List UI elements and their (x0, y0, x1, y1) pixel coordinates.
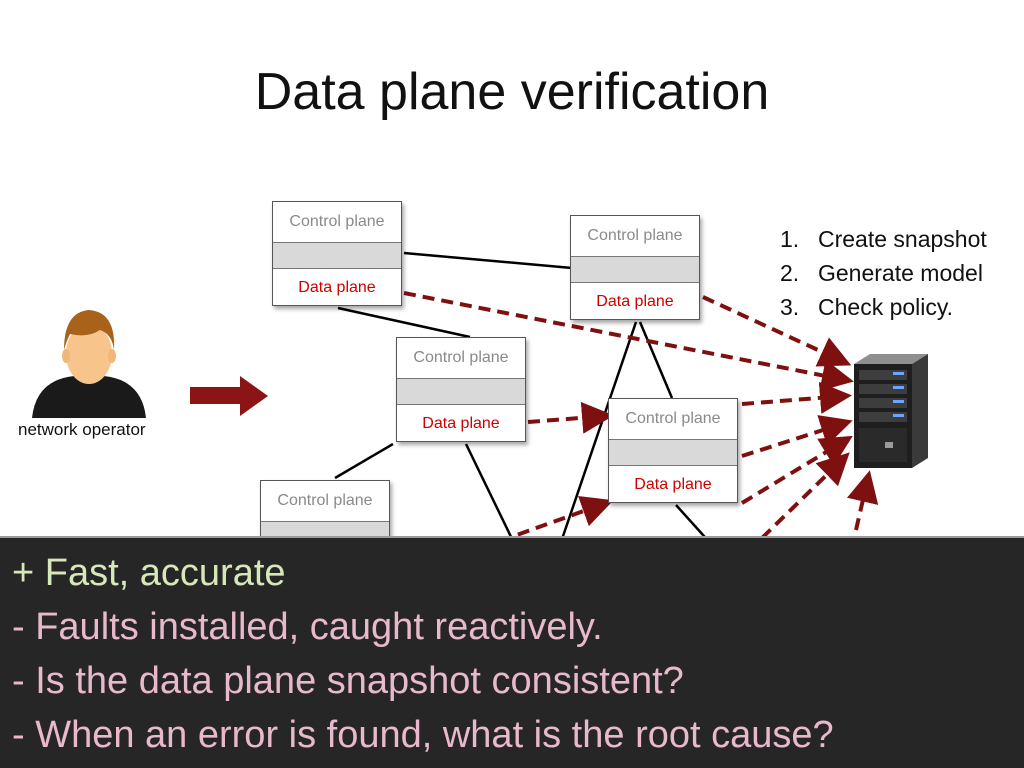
step-text: Generate model (818, 260, 983, 286)
step-item: 1. Create snapshot (780, 222, 987, 256)
con-point: - Is the data plane snapshot consistent? (12, 660, 684, 702)
link-sw3-sw5 (334, 442, 394, 480)
step-number: 1. (780, 226, 800, 252)
control-plane-label: Control plane (261, 481, 389, 522)
step-number: 2. (780, 260, 800, 286)
step-item: 3. Check policy. (780, 290, 987, 324)
summary-panel: + Fast, accurate - Faults installed, cau… (0, 536, 1024, 768)
dashed-arrow-sw4-top (741, 381, 852, 414)
step-number: 3. (780, 294, 800, 320)
data-plane-label: Data plane (298, 278, 376, 296)
link-sw1-sw3 (337, 306, 471, 339)
node-divider (571, 257, 699, 283)
switch-node-4: Control plane Data plane (608, 398, 738, 503)
dashed-arrow-bottom-1 (760, 452, 850, 540)
node-divider (609, 440, 737, 466)
link-sw2-sw4 (638, 321, 674, 399)
node-divider (397, 379, 525, 405)
server-icon (854, 354, 928, 468)
control-plane-label: Control plane (273, 202, 401, 243)
node-divider (273, 243, 401, 269)
pro-point: + Fast, accurate (12, 552, 286, 594)
switch-node-2: Control plane Data plane (570, 215, 700, 320)
data-plane-label: Data plane (634, 475, 712, 493)
data-plane-label: Data plane (422, 414, 500, 432)
control-plane-label: Control plane (397, 338, 525, 379)
right-arrow-icon (190, 376, 268, 416)
dashed-arrow-sw4-low (740, 435, 853, 505)
switch-node-1: Control plane Data plane (272, 201, 402, 306)
dashed-arrow-sw3 (527, 401, 614, 434)
dashed-arrow-sw2 (702, 295, 852, 367)
snapshot-arrows (403, 291, 879, 543)
person-icon (32, 310, 146, 418)
slide-title: Data plane verification (254, 63, 770, 121)
network-operator-label: network operator (18, 420, 146, 439)
control-plane-label: Control plane (571, 216, 699, 257)
step-text: Create snapshot (818, 226, 987, 252)
step-item: 2. Generate model (780, 256, 987, 290)
step-text: Check policy. (818, 294, 954, 320)
con-point: - When an error is found, what is the ro… (12, 714, 834, 756)
data-plane-label: Data plane (596, 292, 674, 310)
con-point: - Faults installed, caught reactively. (12, 606, 603, 648)
verification-steps: 1. Create snapshot 2. Generate model 3. Che… (780, 222, 987, 324)
switch-node-3: Control plane Data plane (396, 337, 526, 442)
link-sw1-sw2 (403, 251, 573, 270)
dashed-arrow-bottom-2 (847, 470, 879, 531)
link-sw3-down (464, 443, 517, 546)
control-plane-label: Control plane (609, 399, 737, 440)
